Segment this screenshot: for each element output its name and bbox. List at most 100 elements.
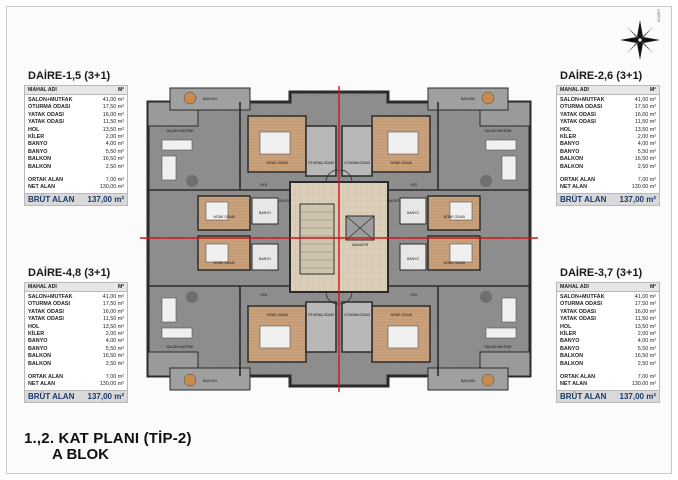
header-name: MAHAL ADI (28, 87, 57, 93)
label-oturma-t2: OTURMA ODASI (344, 161, 370, 165)
room-area: 16,00 m² (634, 111, 656, 118)
room-name: SALON+MUTFAK (560, 97, 605, 103)
table-row: BANYO 4,00 m² (28, 141, 124, 148)
header-name: MAHAL ADI (560, 284, 589, 290)
compass-icon (620, 20, 660, 60)
table-row: BANYO 4,00 m² (560, 338, 656, 345)
room-name: KİLER (560, 134, 577, 141)
room-name: YATAK ODASI (560, 316, 596, 323)
total-name: NET ALAN (28, 184, 56, 191)
label-balkon-bl: BALKON (203, 379, 217, 383)
room-area: 5,50 m² (105, 148, 124, 155)
room-name: BANYO (560, 338, 580, 345)
room-name: KİLER (560, 331, 577, 338)
room-area: 17,50 m² (634, 104, 656, 111)
plan-title-line2: A BLOK (52, 446, 109, 463)
label-oturma-b2: OTURMA ODASI (344, 313, 370, 317)
room-name: SALON+MUTFAK (28, 294, 73, 300)
brut-area: 137,00 m² (619, 194, 656, 204)
room-name: YATAK ODASI (28, 119, 64, 126)
room-name: BALKON (28, 353, 52, 360)
label-hol-br: HOL (411, 293, 418, 297)
room-area: 2,00 m² (105, 331, 124, 338)
room-area: 17,50 m² (634, 301, 656, 308)
label-yatak-t1: YATAK ODASI (266, 161, 288, 165)
table-header: MAHAL ADI M² (25, 86, 127, 95)
room-area: 2,00 m² (105, 134, 124, 141)
room-name: BANYO (560, 141, 580, 148)
label-kiler-r: KİLER (389, 198, 399, 203)
room-name: KİLER (28, 134, 45, 141)
total-area: 130,00 m² (99, 184, 124, 191)
room-area: 13,50 m² (634, 126, 656, 133)
room-name: KİLER (28, 331, 45, 338)
label-yatak-b2: YATAK ODASI (390, 313, 412, 317)
total-area: 130,00 m² (631, 184, 656, 191)
room-name: BANYO (560, 345, 580, 352)
plan-title: 1.,2. KAT PLANI (TİP-2) A BLOK (24, 430, 192, 463)
room-name: BALKON (560, 353, 584, 360)
label-yatak-l1: YATAK ODASI (213, 215, 235, 219)
header-unit: M² (117, 87, 124, 93)
room-area: 4,00 m² (105, 338, 124, 345)
room-area: 2,50 m² (105, 163, 124, 170)
total-row: NET ALAN 130,00 m² (560, 184, 656, 191)
total-name: NET ALAN (560, 184, 588, 191)
room-area: 2,00 m² (637, 331, 656, 338)
label-salon-br: SALON+MUTFAK (484, 345, 512, 349)
room-area: 2,00 m² (637, 134, 656, 141)
room-area: 16,50 m² (634, 156, 656, 163)
total-row: NET ALAN 130,00 m² (28, 184, 124, 191)
table-row: OTURMA ODASI 17,50 m² (560, 301, 656, 308)
room-name: YATAK ODASI (28, 111, 64, 118)
label-banyo-3: BANYO (407, 211, 419, 215)
header-name: MAHAL ADI (28, 284, 57, 290)
label-oturma-t1: OTURMA ODASI (308, 161, 334, 165)
room-area: 2,50 m² (637, 360, 656, 367)
room-name: OTURMA ODASI (560, 301, 603, 308)
room-area: 13,50 m² (102, 323, 124, 330)
room-name: HOL (560, 323, 572, 330)
room-name: BANYO (560, 148, 580, 155)
room-name: HOL (28, 126, 40, 133)
room-name: BANYO (28, 345, 48, 352)
room-name: SALON+MUTFAK (560, 294, 605, 300)
header-name: MAHAL ADI (560, 87, 589, 93)
total-row: NET ALAN 130,00 m² (560, 381, 656, 388)
room-area: 17,50 m² (102, 301, 124, 308)
total-area: 130,00 m² (631, 381, 656, 388)
total-name: ORTAK ALAN (560, 374, 596, 381)
unit-heading-2-6: DAİRE-2,6 (3+1) (560, 70, 643, 82)
room-area: 4,00 m² (105, 141, 124, 148)
room-name: BANYO (28, 141, 48, 148)
table-row: BANYO 5,50 m² (28, 149, 124, 156)
north-label: KUZEY (656, 8, 661, 22)
room-area: 13,50 m² (634, 323, 656, 330)
room-name: BANYO (28, 148, 48, 155)
brut-name: BRÜT ALAN (560, 194, 607, 204)
total-name: NET ALAN (560, 381, 588, 388)
room-area: 11,50 m² (635, 316, 656, 323)
label-oturma-b1: OTURMA ODASI (308, 313, 334, 317)
room-area: 11,50 m² (103, 119, 124, 126)
room-area: 4,00 m² (637, 338, 656, 345)
brut-name: BRÜT ALAN (28, 194, 75, 204)
